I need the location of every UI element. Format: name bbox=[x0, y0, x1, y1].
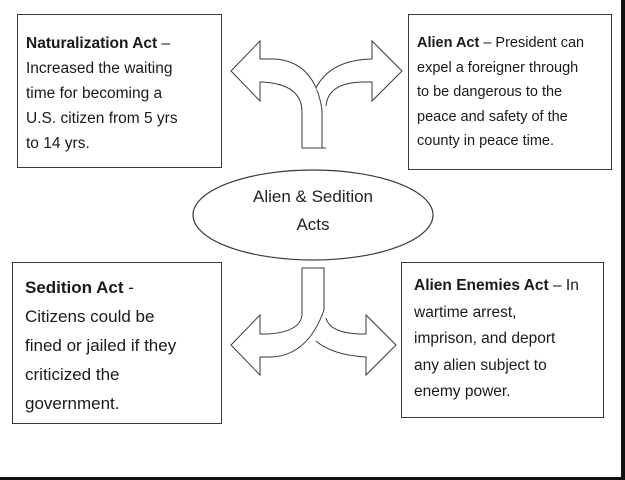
center-ellipse bbox=[192, 169, 434, 261]
frame-edge-bottom bbox=[0, 477, 625, 480]
box-heading: Naturalization Act – bbox=[26, 31, 221, 56]
box-title: Alien Act bbox=[417, 35, 480, 51]
split-arrow-top bbox=[230, 39, 403, 149]
box-line: time for becoming a bbox=[26, 85, 163, 102]
arrow-right-icon bbox=[315, 313, 397, 377]
box-line: wartime arrest, bbox=[414, 303, 517, 321]
box-heading: Alien Act – President can bbox=[417, 31, 611, 56]
box-title-separator: – President can bbox=[479, 35, 585, 51]
box-heading: Alien Enemies Act – In bbox=[414, 273, 603, 300]
box-line: criticized the bbox=[25, 365, 120, 384]
box-line: peace and safety of the bbox=[417, 108, 568, 125]
naturalization-act-box: Naturalization Act – Increased the waiti… bbox=[17, 14, 222, 168]
center-label-line-1: Alien & Sedition bbox=[252, 187, 374, 206]
arrow-left-icon bbox=[230, 39, 323, 149]
box-line: U.S. citizen from 5 yrs bbox=[26, 110, 178, 127]
box-line: expel a foreigner through bbox=[417, 59, 579, 76]
box-line: imprison, and deport bbox=[414, 330, 556, 347]
box-line: county in peace time. bbox=[417, 133, 555, 149]
box-line: to be dangerous to the bbox=[417, 84, 563, 100]
box-title-separator: – bbox=[157, 35, 171, 52]
box-heading: Sedition Act - bbox=[25, 273, 221, 302]
center-label-line-2: Acts bbox=[296, 215, 330, 234]
center-label: Alien & Sedition Acts bbox=[193, 183, 433, 239]
box-line: Citizens could be bbox=[25, 307, 155, 326]
box-line: any alien subject to bbox=[414, 356, 547, 374]
box-line: fined or jailed if they bbox=[25, 336, 177, 355]
alien-enemies-act-box: Alien Enemies Act – In wartime arrest, i… bbox=[401, 262, 604, 418]
sedition-act-box: Sedition Act - Citizens could be fined o… bbox=[12, 262, 222, 424]
box-line: government. bbox=[25, 394, 120, 413]
box-title: Sedition Act bbox=[25, 278, 124, 297]
box-line: enemy power. bbox=[414, 383, 511, 400]
arrow-left-icon bbox=[230, 267, 325, 377]
box-title-separator: – In bbox=[548, 277, 579, 294]
box-title: Naturalization Act bbox=[26, 35, 158, 52]
frame-edge-right bbox=[621, 0, 625, 480]
box-line: Increased the waiting bbox=[26, 60, 173, 77]
box-title-separator: - bbox=[123, 278, 134, 297]
box-title: Alien Enemies Act bbox=[414, 277, 549, 294]
box-line: to 14 yrs. bbox=[26, 135, 90, 152]
split-arrow-bottom bbox=[230, 267, 397, 377]
arrow-right-icon bbox=[315, 39, 403, 148]
alien-act-box: Alien Act – President can expel a foreig… bbox=[408, 14, 612, 170]
